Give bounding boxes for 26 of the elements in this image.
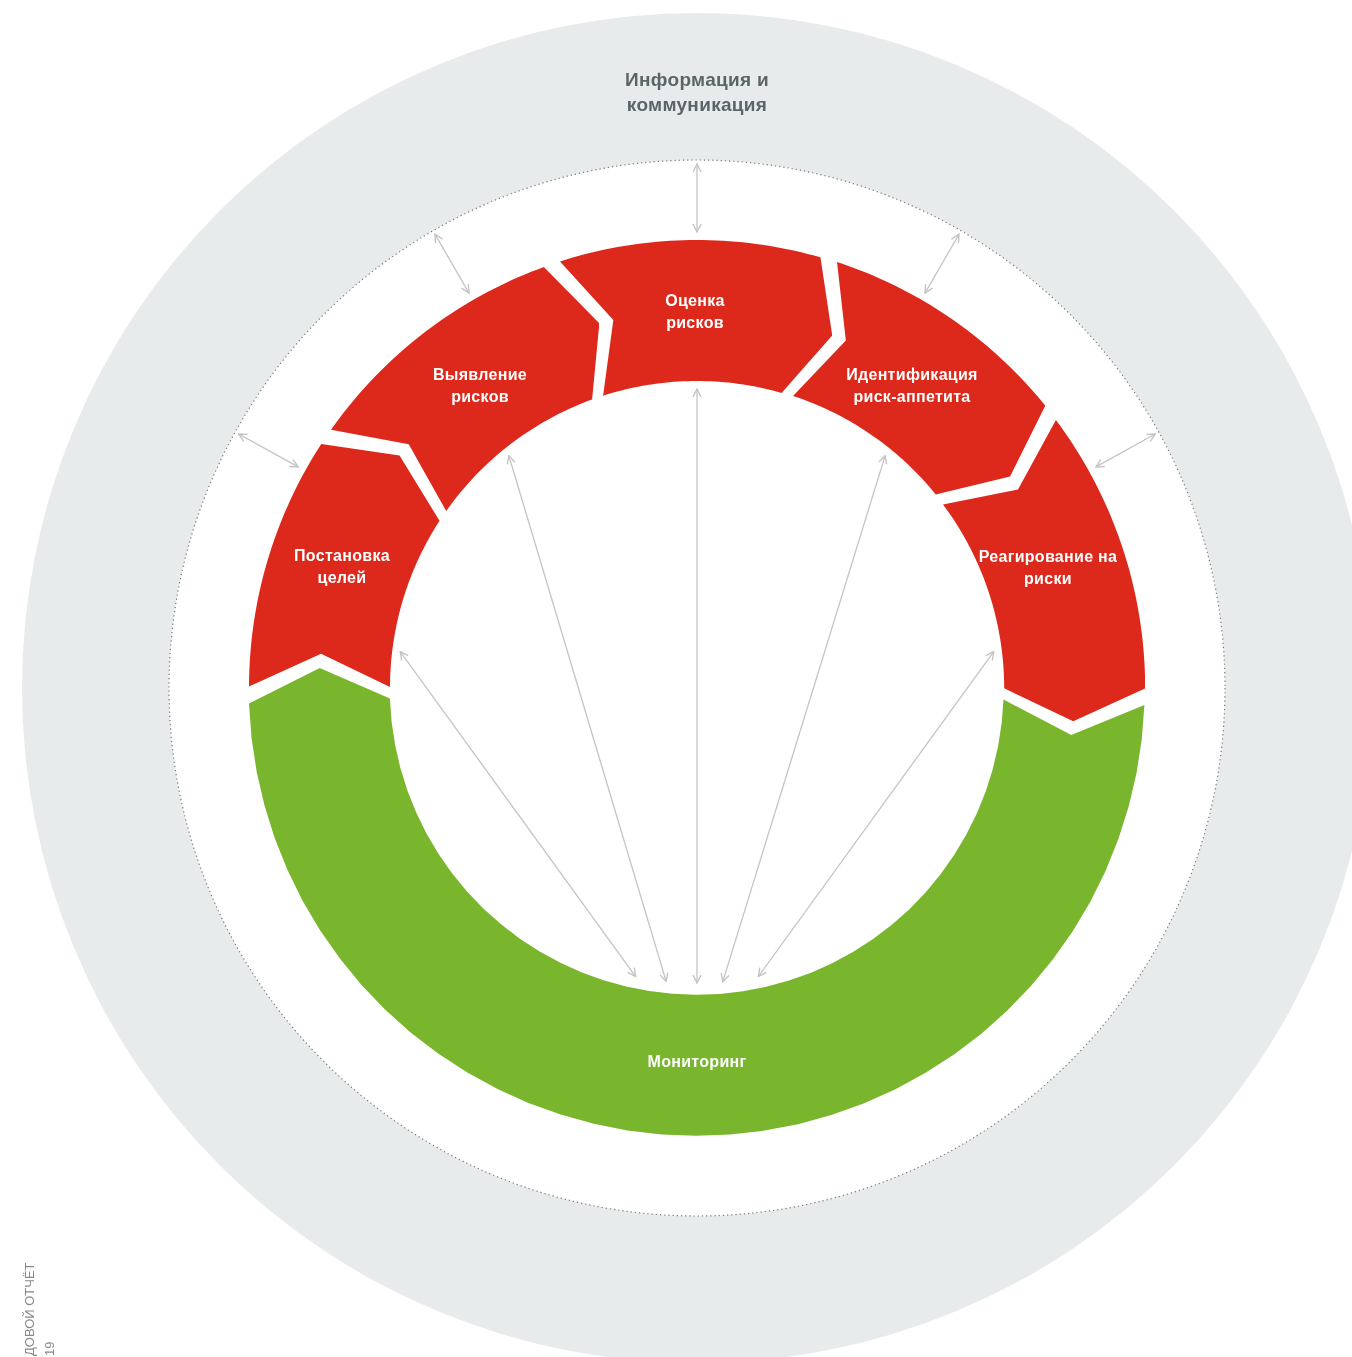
segment-label: Выявление рисков bbox=[431, 365, 529, 407]
segment-label: Оценка рисков bbox=[664, 291, 726, 333]
page-header-text: ДОВОЙ ОТЧЁТ bbox=[22, 1262, 37, 1356]
monitoring-segment bbox=[249, 668, 1145, 1136]
double-arrow bbox=[399, 650, 637, 978]
double-arrow bbox=[692, 163, 702, 233]
process-segment bbox=[330, 267, 600, 512]
double-arrow bbox=[434, 233, 470, 294]
ring-label: Информация и коммуникация bbox=[624, 68, 770, 117]
segment-label: Реагирование на риски bbox=[977, 547, 1119, 589]
double-arrow bbox=[692, 388, 702, 984]
segment-label: Идентификация риск-аппетита bbox=[845, 365, 979, 407]
information-ring bbox=[22, 13, 1352, 1357]
segment-label: Постановка целей bbox=[293, 546, 391, 588]
double-arrow bbox=[924, 233, 960, 294]
double-arrow bbox=[757, 650, 995, 978]
page-header-text: 19 bbox=[42, 1341, 57, 1356]
double-arrow bbox=[238, 433, 299, 468]
double-arrow bbox=[720, 454, 888, 983]
double-arrow bbox=[1095, 433, 1156, 468]
process-segment bbox=[560, 240, 833, 396]
segment-label: Мониторинг bbox=[646, 1052, 748, 1072]
process-segment bbox=[792, 262, 1046, 495]
double-arrow bbox=[506, 454, 669, 983]
process-segment bbox=[942, 419, 1145, 721]
process-segment bbox=[249, 444, 440, 687]
